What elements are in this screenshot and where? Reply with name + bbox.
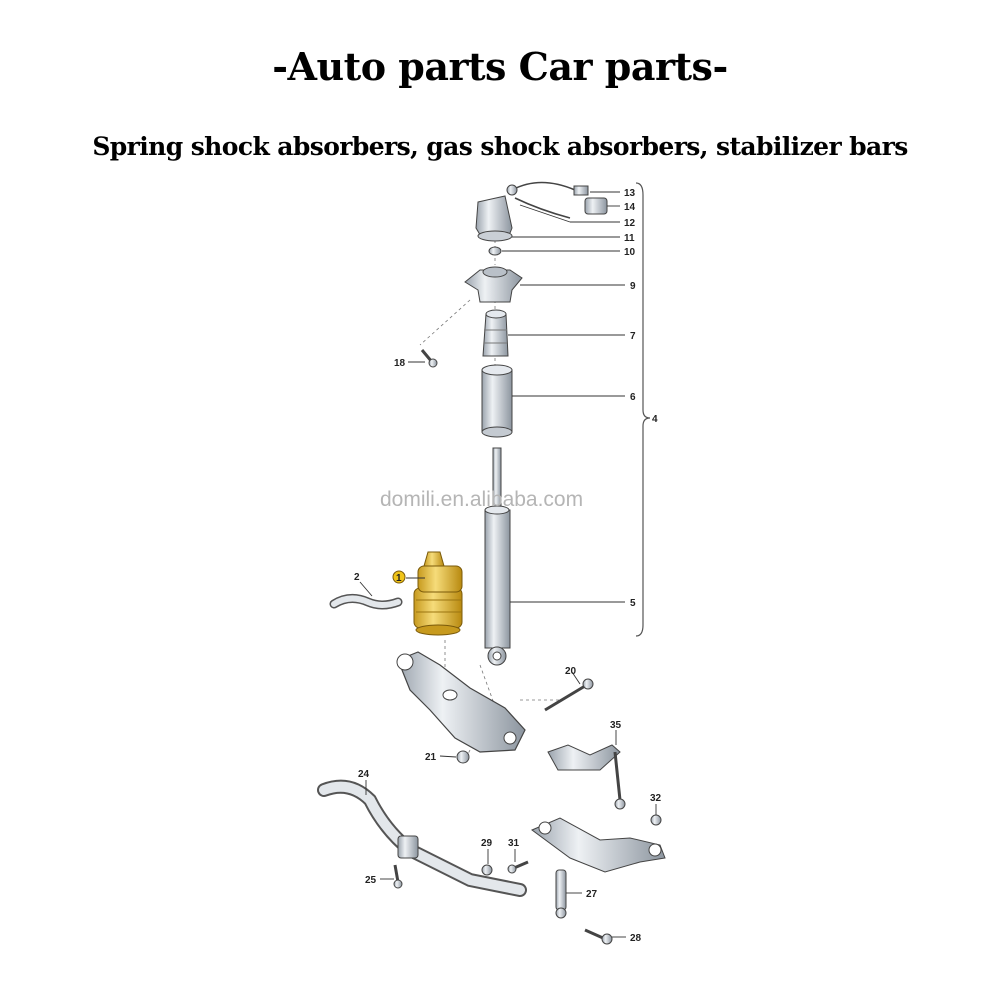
callout-21: 21 [425, 752, 437, 763]
callout-32: 32 [650, 793, 662, 804]
callout-24: 24 [358, 769, 370, 780]
callout-11: 11 [624, 233, 635, 244]
bump-stop [482, 313, 509, 357]
callout-20: 20 [565, 666, 577, 677]
callout-13: 13 [624, 188, 636, 199]
callout-4: 4 [652, 414, 658, 425]
callout-2: 2 [354, 572, 360, 583]
page-title: -Auto parts Car parts- [272, 44, 728, 89]
bolt-31 [507, 860, 529, 874]
group-bracket [635, 182, 651, 637]
bolt-20 [544, 678, 594, 712]
level-sensor-bracket [547, 744, 621, 771]
bolt-28 [584, 928, 613, 945]
nut-21 [456, 750, 470, 764]
callout-18: 18 [394, 358, 406, 369]
coupling-rod [555, 869, 567, 911]
lower-control-arm [397, 651, 526, 753]
callout-1-marker [392, 570, 406, 584]
callout-1: 1 [396, 573, 402, 584]
watermark: domili.en.alibaba.com [380, 488, 584, 511]
callout-12: 12 [624, 218, 636, 229]
nut-10 [488, 246, 502, 256]
trailing-link [531, 817, 666, 873]
callout-9: 9 [630, 281, 636, 292]
callout-10: 10 [624, 247, 636, 258]
sensor-wire [511, 181, 576, 219]
callout-29: 29 [481, 838, 493, 849]
stabilizer-bushing [397, 835, 419, 859]
connector-14 [584, 197, 608, 215]
callout-35: 35 [610, 720, 622, 731]
callout-labels: 1 2 4 5 6 7 9 10 11 12 13 14 18 20 21 24… [354, 188, 662, 944]
callout-31: 31 [508, 838, 520, 849]
callout-28: 28 [630, 933, 642, 944]
nut-29 [481, 864, 493, 876]
callout-5: 5 [630, 598, 636, 609]
shock-body [484, 509, 511, 649]
page-subtitle: Spring shock absorbers, gas shock absorb… [92, 132, 908, 161]
bolt-18 [420, 349, 438, 368]
callout-25: 25 [365, 875, 377, 886]
connector-13 [573, 185, 589, 196]
air-spring [413, 551, 463, 636]
callout-27: 27 [586, 889, 598, 900]
callout-14: 14 [624, 202, 636, 213]
wire-clip [506, 184, 518, 196]
nut-32 [650, 814, 662, 826]
callout-7: 7 [630, 331, 636, 342]
bolt-25 [393, 864, 403, 889]
dust-cover [481, 369, 513, 433]
callout-6: 6 [630, 392, 636, 403]
